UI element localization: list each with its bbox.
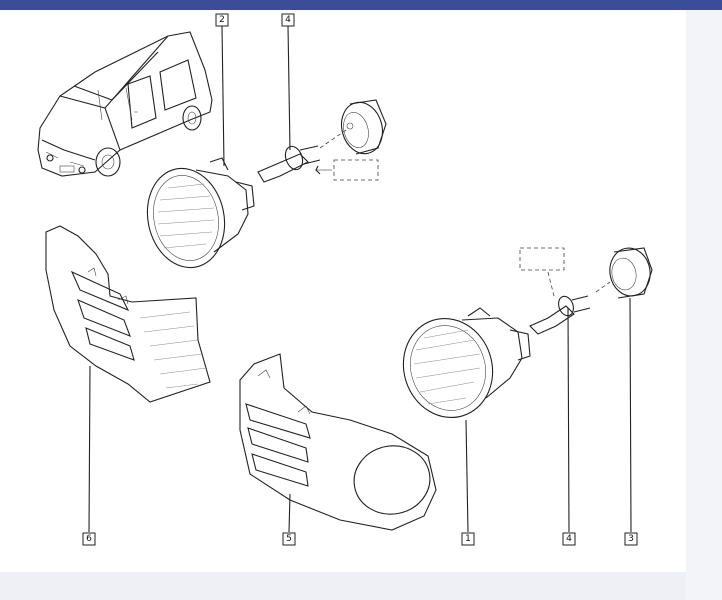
- bottom-margin: [0, 572, 686, 600]
- callout-label: 5: [286, 534, 292, 544]
- callout-label: 4: [285, 15, 291, 25]
- bulb-holder-right: [595, 247, 653, 299]
- fog-lamp-left: [146, 157, 255, 269]
- fog-lamp-right: [402, 307, 531, 419]
- callout-4-lower: 4: [562, 532, 576, 546]
- header-bar: [0, 0, 722, 10]
- callout-label: 2: [219, 15, 225, 25]
- callout-1: 1: [461, 532, 475, 546]
- callout-2: 2: [215, 13, 229, 27]
- callout-label: 6: [86, 534, 92, 544]
- bulb-left: [257, 145, 321, 183]
- callout-4-upper: 4: [281, 13, 295, 27]
- bumper-insert: [45, 225, 211, 403]
- leader-lines: [88, 25, 632, 533]
- callout-label: 4: [566, 534, 572, 544]
- callout-6: 6: [82, 532, 96, 546]
- bulb-holder-left: [315, 99, 387, 181]
- van-icon: [37, 31, 213, 177]
- callout-label: 3: [628, 534, 634, 544]
- callout-3: 3: [624, 532, 638, 546]
- trim-bezel: [239, 353, 437, 531]
- right-margin: [686, 10, 722, 600]
- callout-label: 1: [465, 534, 471, 544]
- callout-5: 5: [282, 532, 296, 546]
- bulb-right: [519, 247, 591, 335]
